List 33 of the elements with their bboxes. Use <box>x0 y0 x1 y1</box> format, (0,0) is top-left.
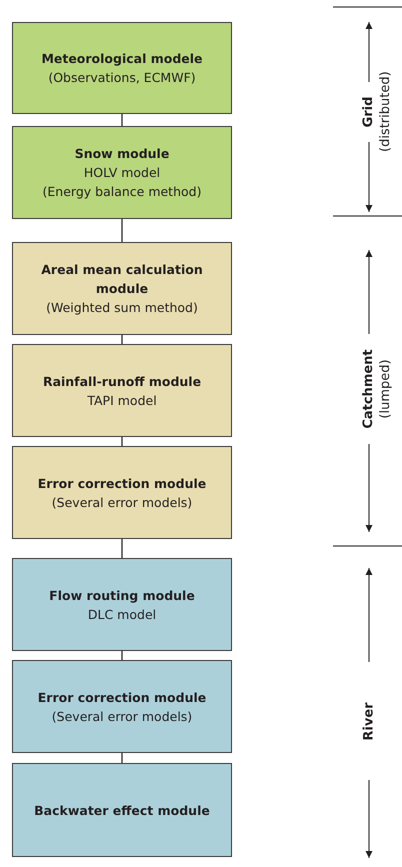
module-box <box>12 446 232 539</box>
band-label: Grid <box>360 96 377 130</box>
module-detail: DLC model <box>88 606 156 624</box>
module-box <box>12 763 232 857</box>
module-box <box>12 344 232 437</box>
module-box <box>12 242 232 335</box>
module-box <box>12 558 232 651</box>
module-box <box>12 126 232 219</box>
band-sublabel: (lumped) <box>377 358 394 421</box>
module-title: Flow routing module <box>49 586 195 604</box>
module-title: Snow module <box>74 145 170 163</box>
module-detail: HOLV model <box>84 164 160 182</box>
module-title: Areal mean calculation module <box>40 261 204 298</box>
connector-line <box>121 114 123 126</box>
module-detail: (Energy balance method) <box>42 183 202 201</box>
module-detail: (Weighted sum method) <box>46 299 198 317</box>
connector-line <box>121 219 123 242</box>
module-detail: (Observations, ECMWF) <box>48 69 196 87</box>
module-detail: (Several error models) <box>52 494 192 512</box>
module-title: Meteorological modele <box>41 50 203 68</box>
module-box <box>12 22 232 114</box>
band-sublabel: (distributed) <box>377 72 394 152</box>
module-title: Error correction module <box>38 474 206 492</box>
module-title: Backwater effect module <box>34 802 210 820</box>
connector-line <box>121 539 123 558</box>
module-detail: (Several error models) <box>52 708 192 726</box>
module-title: Error correction module <box>38 688 206 706</box>
module-detail: TAPI model <box>87 392 157 410</box>
band-label: River <box>360 700 378 742</box>
band-label: Catchment <box>360 348 377 431</box>
module-title: Rainfall-runoff module <box>42 372 202 390</box>
module-box <box>12 660 232 753</box>
connector-line <box>121 753 123 763</box>
